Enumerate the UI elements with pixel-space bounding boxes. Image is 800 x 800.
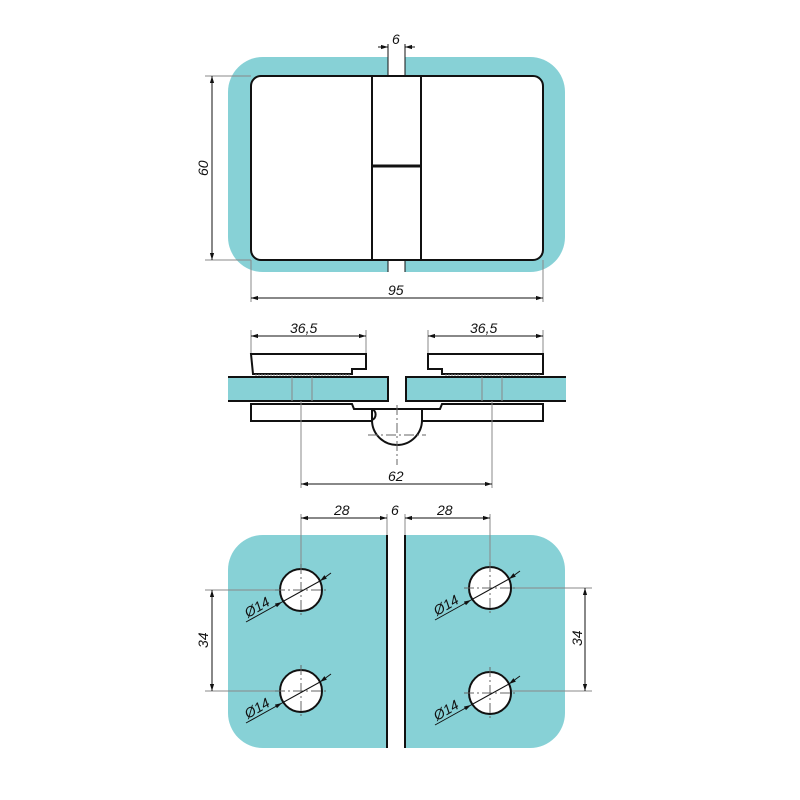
right-spacing-dimension: 34 — [569, 630, 585, 646]
gap-dimension: 6 — [392, 31, 400, 47]
right-plate-dimension: 36,5 — [470, 320, 497, 336]
top-view: 6 60 95 — [195, 31, 565, 302]
left-plate-dimension: 36,5 — [290, 320, 317, 336]
hole-spacing-dimension: 62 — [388, 468, 404, 484]
left-spacing-dimension: 34 — [195, 632, 211, 648]
side-view: 36,5 36,5 62 — [228, 320, 566, 488]
mounting-hole: Ø14 — [430, 667, 521, 726]
left-offset-dimension: 28 — [333, 502, 350, 518]
height-dimension: 60 — [195, 160, 211, 176]
gap-dimension-bottom: 6 — [391, 502, 399, 518]
bottom-view: 28 6 28 34 34 Ø14 Ø14 Ø14 Ø14 — [195, 502, 592, 752]
mounting-hole: Ø14 — [430, 562, 521, 621]
width-dimension: 95 — [388, 282, 404, 298]
right-offset-dimension: 28 — [436, 502, 453, 518]
